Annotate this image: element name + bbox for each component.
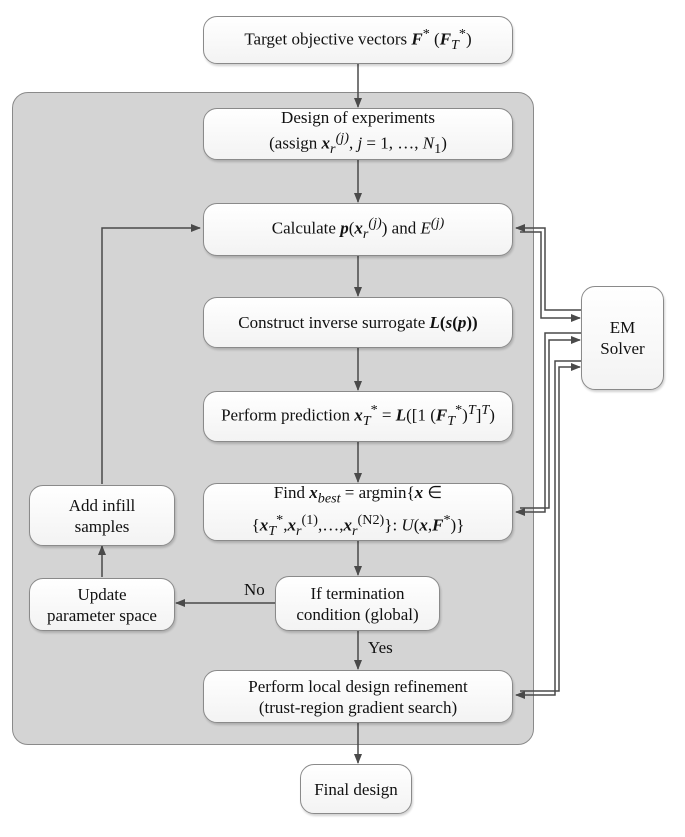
arrow-infill-to-calc xyxy=(101,224,201,484)
link-em-find xyxy=(515,332,585,516)
no-label: No xyxy=(244,580,265,599)
find-best-box: Find xbest = argmin{x ∈ {xT*,xr(1),…,xr(… xyxy=(203,483,513,541)
local-refinement-box: Perform local design refinement (trust-r… xyxy=(203,670,513,723)
infill-line-1: Add infill xyxy=(68,495,136,515)
inverse-surrogate-box: Construct inverse surrogate L(s(p)) xyxy=(203,297,513,348)
yes-label: Yes xyxy=(368,638,393,657)
update-line-1: Update xyxy=(77,584,127,604)
update-line-2: parameter space xyxy=(47,605,157,625)
doe-line-1: Design of experiments xyxy=(281,108,435,128)
local-line-1: Perform local design refinement xyxy=(248,676,468,696)
doe-line-2: (assign xr(j), j = 1, …, N1) xyxy=(269,130,447,158)
calculate-text: Calculate p(xr(j)) and E(j) xyxy=(271,215,445,243)
target-objective-box: Target objective vectors F* (FT*) xyxy=(203,16,513,64)
add-infill-box: Add infill samples xyxy=(29,485,175,546)
final-design-box: Final design xyxy=(300,764,412,814)
term-line-1: If termination xyxy=(310,583,405,603)
update-parameter-space-box: Update parameter space xyxy=(29,578,175,631)
calculate-box: Calculate p(xr(j)) and E(j) xyxy=(203,203,513,256)
link-find-em xyxy=(520,336,581,509)
prediction-text: Perform prediction xT* = L([1 (FT*)T]T) xyxy=(221,402,495,430)
link-em-local xyxy=(515,360,585,699)
link-em-calc xyxy=(515,224,585,311)
target-text: Target objective vectors F* (FT*) xyxy=(244,25,472,54)
prediction-box: Perform prediction xT* = L([1 (FT*)T]T) xyxy=(203,391,513,442)
final-text: Final design xyxy=(314,779,398,799)
em-line-1: EM xyxy=(609,318,636,337)
design-of-experiments-box: Design of experiments (assign xr(j), j =… xyxy=(203,108,513,160)
find-line-2: {xT*,xr(1),…,xr(N2)}: U(x,F*)} xyxy=(251,511,465,539)
link-local-em xyxy=(520,363,581,692)
em-solver-box: EM Solver xyxy=(581,286,664,390)
em-line-2: Solver xyxy=(600,339,645,358)
termination-condition-box: If termination condition (global) xyxy=(275,576,440,631)
term-line-2: condition (global) xyxy=(296,604,419,624)
local-line-2: (trust-region gradient search) xyxy=(258,697,458,717)
infill-line-2: samples xyxy=(74,516,130,536)
find-line-1: Find xbest = argmin{x ∈ xyxy=(273,483,443,507)
link-calc-em xyxy=(520,231,581,322)
inverse-text: Construct inverse surrogate L(s(p)) xyxy=(238,313,478,332)
